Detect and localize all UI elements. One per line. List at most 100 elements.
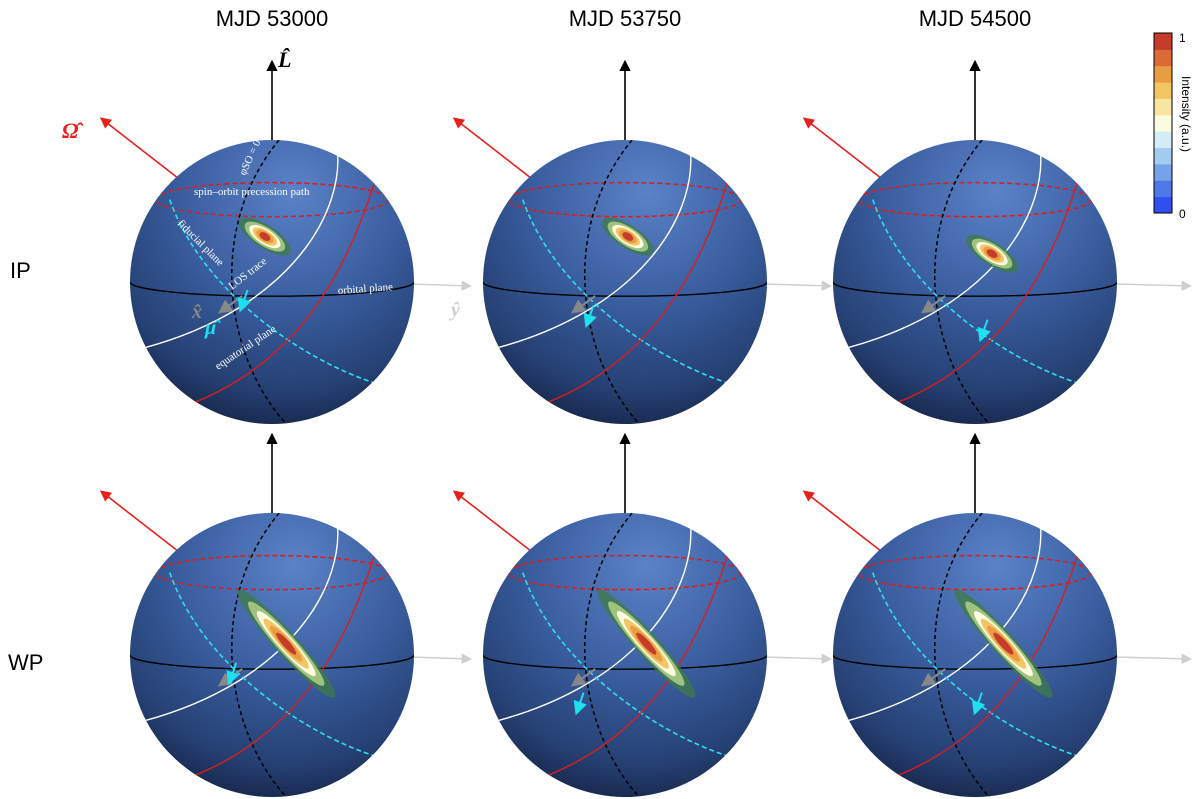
mu-axis-arrow (977, 319, 991, 343)
column-title-1: MJD 53000 (216, 6, 329, 31)
column-title-3: MJD 54500 (919, 6, 1032, 31)
spin-orbit-line (896, 541, 1083, 777)
los-arrow-wp-2 (764, 653, 833, 664)
orbital-plane-line (130, 654, 414, 670)
phi-so-meridian-line (934, 513, 990, 797)
sphere-panel (99, 59, 414, 424)
emission-contour (238, 217, 291, 256)
emission-contour-level (636, 632, 657, 655)
spin-orbit-line (546, 168, 733, 404)
Omega-axis-arrow (99, 117, 192, 189)
Omega-axis-arrow (452, 490, 545, 562)
emission-contour-level (986, 249, 998, 258)
equatorial-plane-line (522, 572, 732, 759)
colorbar-cell (1154, 65, 1172, 83)
x-axis-arrow (570, 295, 596, 314)
equatorial-plane-line (169, 199, 379, 386)
orbital-plane-line (130, 281, 414, 297)
spin-orbit-line (193, 168, 380, 404)
emission-contour (601, 217, 654, 256)
phi-so-meridian-line (584, 513, 640, 797)
x-hat-label: x̂ (191, 301, 202, 323)
phi-so-meridian-line (231, 140, 287, 424)
colorbar-cell (1154, 196, 1172, 214)
los-arrow-ip-2 (764, 280, 833, 291)
equatorial-plane-line (169, 572, 379, 759)
row-label-ip: IP (10, 258, 31, 283)
colorbar-cell (1154, 98, 1172, 116)
los-arrow-ip-3 (1114, 280, 1193, 292)
sphere-panel (452, 432, 767, 797)
los-arrow-wp-1 (409, 653, 473, 664)
emission-contour-level (993, 632, 1014, 655)
sphere (483, 140, 767, 424)
emission-contour-level (276, 632, 297, 655)
mu-axis-arrow (583, 305, 597, 329)
fiducial-plane-line (483, 140, 692, 354)
sphere (833, 513, 1117, 797)
x-axis-arrow (570, 668, 596, 687)
colorbar-cell (1154, 33, 1172, 50)
spin-orbit-path-label: spin–orbit precession path (194, 186, 310, 198)
los-arrow-wp-3 (1114, 653, 1193, 665)
sphere (130, 513, 414, 797)
emission-contour (954, 589, 1053, 698)
fiducial-plane-line (130, 513, 339, 727)
Omega-axis-arrow (99, 490, 192, 562)
Omega-axis-arrow (452, 117, 545, 189)
sphere-panel (99, 432, 414, 797)
colorbar: 1 0 Intensity (a.u.) (1153, 31, 1193, 221)
row-label-wp: WP (8, 650, 43, 675)
spin-orbit-line (896, 168, 1083, 404)
sphere-panel (452, 59, 767, 424)
equatorial-plane-line (522, 199, 732, 386)
colorbar-cell (1154, 180, 1172, 198)
spheres (99, 59, 1117, 797)
sphere (130, 140, 414, 424)
orbital-plane-line (833, 654, 1117, 670)
sphere-panel (802, 59, 1117, 424)
los-arrow-ip-1 (409, 280, 473, 291)
phi-so-meridian-line (934, 140, 990, 424)
colorbar-max-label: 1 (1179, 31, 1186, 45)
colorbar-cell (1154, 49, 1172, 67)
x-axis-arrow (920, 295, 946, 314)
mu-axis-arrow (573, 692, 587, 716)
y-hat-label: ŷ (449, 299, 460, 321)
sphere (483, 513, 767, 797)
colorbar-cell (1154, 163, 1172, 181)
orbital-plane-label: orbital plane (337, 281, 393, 297)
Omega-axis-arrow (802, 490, 895, 562)
sphere (833, 140, 1117, 424)
colorbar-cells (1154, 33, 1172, 214)
phi-so-meridian-line (584, 140, 640, 424)
orbital-plane-line (483, 654, 767, 670)
colorbar-min-label: 0 (1179, 207, 1186, 221)
colorbar-title: Intensity (a.u.) (1179, 76, 1193, 152)
equatorial-plane-line (872, 199, 1082, 386)
colorbar-frame (1153, 32, 1173, 214)
colorbar-cell (1154, 82, 1172, 99)
emission-contour (237, 589, 336, 698)
los-arrows (409, 280, 1193, 665)
Omega-axis-arrow (802, 117, 895, 189)
emission-contour (966, 234, 1018, 273)
mu-axis-arrow (226, 662, 240, 686)
colorbar-cell (1154, 147, 1172, 165)
sphere-panel (802, 432, 1117, 797)
column-title-2: MJD 53750 (569, 6, 682, 31)
Omega-hat-label: Ω̂ (62, 118, 84, 143)
fiducial-plane-line (130, 140, 339, 354)
colorbar-cell (1154, 114, 1172, 132)
x-axis-arrow (920, 668, 946, 687)
colorbar-cell (1154, 131, 1172, 149)
phi-so-meridian-line (231, 513, 287, 797)
L-hat-label: L̂ (277, 47, 291, 72)
orbital-plane-line (833, 281, 1117, 297)
emission-contour-level (259, 232, 271, 241)
emission-contour (597, 589, 696, 698)
equatorial-plane-line (872, 572, 1082, 759)
mu-axis-arrow (971, 692, 986, 716)
mu-axis-arrow (237, 289, 251, 313)
